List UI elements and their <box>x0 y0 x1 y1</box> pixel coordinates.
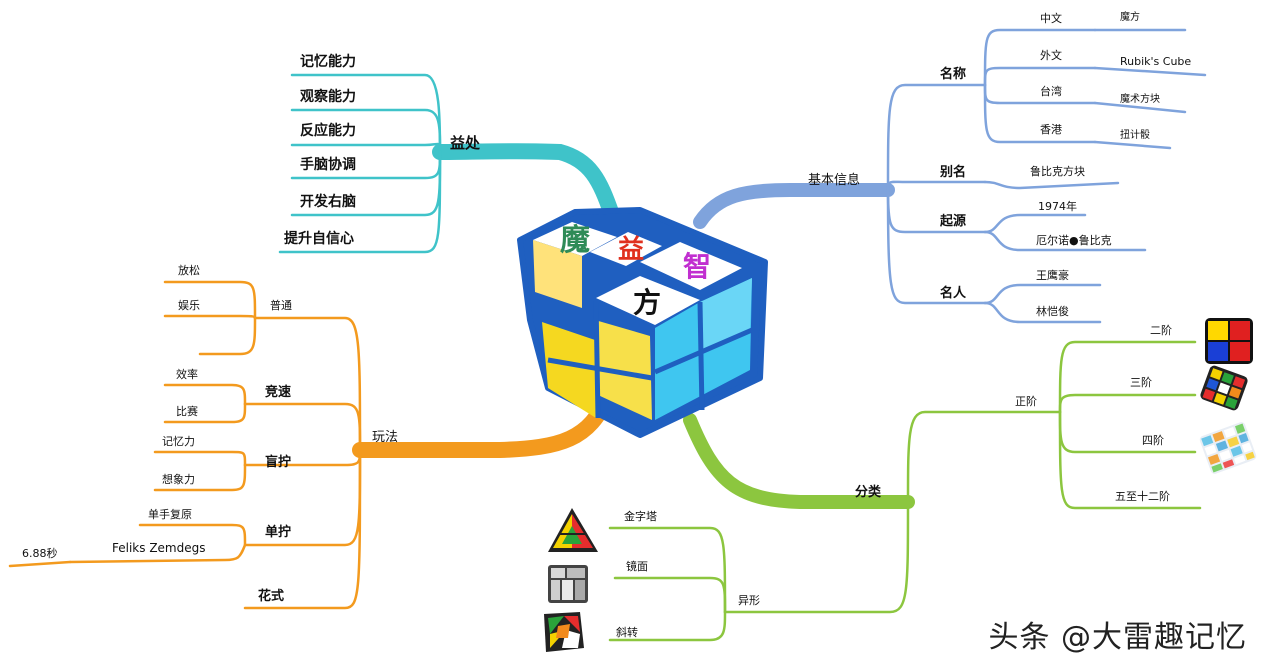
blind-item: 记忆力 <box>162 435 195 448</box>
benefit-item: 记忆能力 <box>300 53 356 70</box>
benefit-item: 提升自信心 <box>284 230 354 247</box>
onehand-item: 单手复原 <box>148 507 192 521</box>
watermark: 头条 @大雷趣记忆 <box>988 620 1247 655</box>
fancy-label: 花式 <box>258 588 284 604</box>
speed-label: 竞速 <box>265 384 291 400</box>
alias-value: 鲁比克方块 <box>1030 164 1085 178</box>
benefit-item: 开发右脑 <box>300 193 356 210</box>
regular-item: 五至十二阶 <box>1115 489 1170 503</box>
shaped-item: 斜转 <box>616 625 638 639</box>
onehand-person: Feliks Zemdegs <box>112 541 205 555</box>
cube-3x3-icon <box>1200 365 1248 411</box>
name-value: 扭计骰 <box>1120 128 1150 141</box>
benefit-item: 手脑协调 <box>300 156 356 173</box>
famous-person: 林恺俊 <box>1036 304 1069 318</box>
casual-label: 普通 <box>270 298 292 312</box>
benefit-item: 观察能力 <box>300 88 356 105</box>
skewb-cube-icon <box>544 612 584 652</box>
center-char-zhi: 智 <box>683 250 711 283</box>
famous-label: 名人 <box>940 285 967 301</box>
branch-category <box>608 340 1202 642</box>
name-key: 香港 <box>1040 123 1062 136</box>
blind-label: 盲拧 <box>265 454 291 470</box>
casual-item: 娱乐 <box>178 298 200 312</box>
shaped-item: 金字塔 <box>624 509 657 523</box>
play-label: 玩法 <box>372 430 398 445</box>
name-key: 台湾 <box>1040 84 1062 98</box>
onehand-record: 6.88秒 <box>22 546 58 560</box>
branch-basic-info <box>693 28 1207 324</box>
pyramid-cube-icon <box>548 508 598 552</box>
name-value: 魔方 <box>1120 10 1140 23</box>
center-char-yi: 益 <box>618 235 644 265</box>
regular-item: 四阶 <box>1142 433 1164 447</box>
origin-year: 1974年 <box>1038 199 1077 213</box>
center-char-mo: 魔 <box>560 223 590 258</box>
speed-item: 比赛 <box>176 404 198 418</box>
name-value: Rubik's Cube <box>1120 55 1191 68</box>
cube-4x4-icon <box>1199 422 1257 474</box>
regular-item: 二阶 <box>1150 323 1172 337</box>
onehand-label: 单拧 <box>265 524 291 540</box>
shaped-item: 镜面 <box>626 559 648 573</box>
shaped-label: 异形 <box>738 594 760 607</box>
speed-item: 效率 <box>176 367 198 381</box>
benefit-item: 反应能力 <box>300 122 356 139</box>
casual-item: 放松 <box>178 263 200 277</box>
regular-item: 三阶 <box>1130 375 1152 389</box>
branch-benefits <box>278 73 620 254</box>
famous-person: 王鹰豪 <box>1036 268 1069 282</box>
name-label: 名称 <box>940 66 966 82</box>
mirror-cube-icon <box>548 565 588 603</box>
name-value: 魔术方块 <box>1120 92 1160 105</box>
name-key: 中文 <box>1040 11 1062 25</box>
benefits-label: 益处 <box>450 134 481 152</box>
alias-label: 别名 <box>939 164 966 180</box>
blind-item: 想象力 <box>162 472 195 486</box>
basic-info-label: 基本信息 <box>808 172 860 188</box>
cube-2x2-icon <box>1205 318 1253 364</box>
origin-label: 起源 <box>939 213 966 229</box>
center-char-fang: 方 <box>633 286 661 319</box>
center-cube: 魔 益 智 方 <box>517 207 768 438</box>
name-key: 外文 <box>1040 48 1062 62</box>
origin-person: 厄尔诺●鲁比克 <box>1036 233 1112 247</box>
branch-play <box>8 280 616 610</box>
regular-label: 正阶 <box>1015 394 1037 408</box>
category-label: 分类 <box>855 484 882 500</box>
